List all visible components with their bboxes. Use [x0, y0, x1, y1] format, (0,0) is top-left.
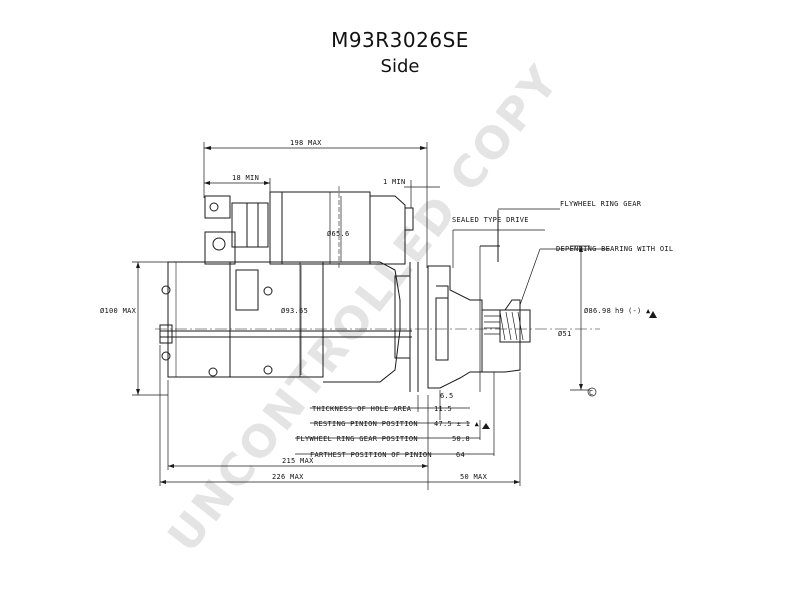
label-thickness: THICKNESS OF HOLE AREA: [312, 405, 412, 413]
dim-50-8: 50.8: [452, 435, 470, 443]
dim-226-max: 226 MAX: [272, 473, 304, 481]
dim-dia-86: Ø86.98: [584, 307, 611, 315]
watermark: UNCONTROLLED COPY: [158, 55, 570, 562]
dim-dia-51: Ø51: [558, 330, 572, 338]
dim-tolerance: (-) ▲: [628, 307, 651, 315]
label-flywheel-position: FLYWHEEL RING GEAR POSITION: [296, 435, 418, 443]
label-resting: RESTING PINION POSITION: [314, 420, 418, 428]
drawing-subtitle: Side: [380, 56, 420, 77]
dim-215-max: 215 MAX: [282, 457, 314, 465]
dim-64: 64: [456, 451, 465, 459]
dim-h9: h9: [615, 307, 624, 315]
label-farthest: FARTHEST POSITION OF PINION: [310, 451, 432, 459]
dimension-arrows: [136, 146, 657, 484]
dim-50-max: 50 MAX: [460, 473, 488, 481]
label-flywheel-ring-gear: FLYWHEEL RING GEAR: [560, 200, 642, 208]
dim-18-min: 18 MIN: [232, 174, 259, 182]
label-sealed-drive: SEALED TYPE DRIVE: [452, 216, 529, 224]
c-mark: C: [589, 389, 594, 397]
dim-dia-93: Ø93.65: [281, 307, 308, 315]
starter-outline: [155, 186, 600, 392]
c-mark-circle: [587, 387, 597, 397]
dim-dia-100: Ø100 MAX: [100, 307, 137, 315]
drawing-title: M93R3026SE: [331, 28, 469, 52]
dim-1-min: 1 MIN: [383, 178, 406, 186]
dim-47-5: 47.5 ± 1 ▲: [434, 420, 480, 428]
dimension-lines: [132, 142, 610, 490]
dim-11-5: 11.5: [434, 405, 452, 413]
dim-overall-max: 198 MAX: [290, 139, 322, 147]
label-bearing: DEPENDING BEARING WITH OIL: [556, 245, 673, 253]
dim-dia-65: Ø65.6: [327, 230, 350, 238]
dim-6-5: 6.5: [440, 392, 454, 400]
